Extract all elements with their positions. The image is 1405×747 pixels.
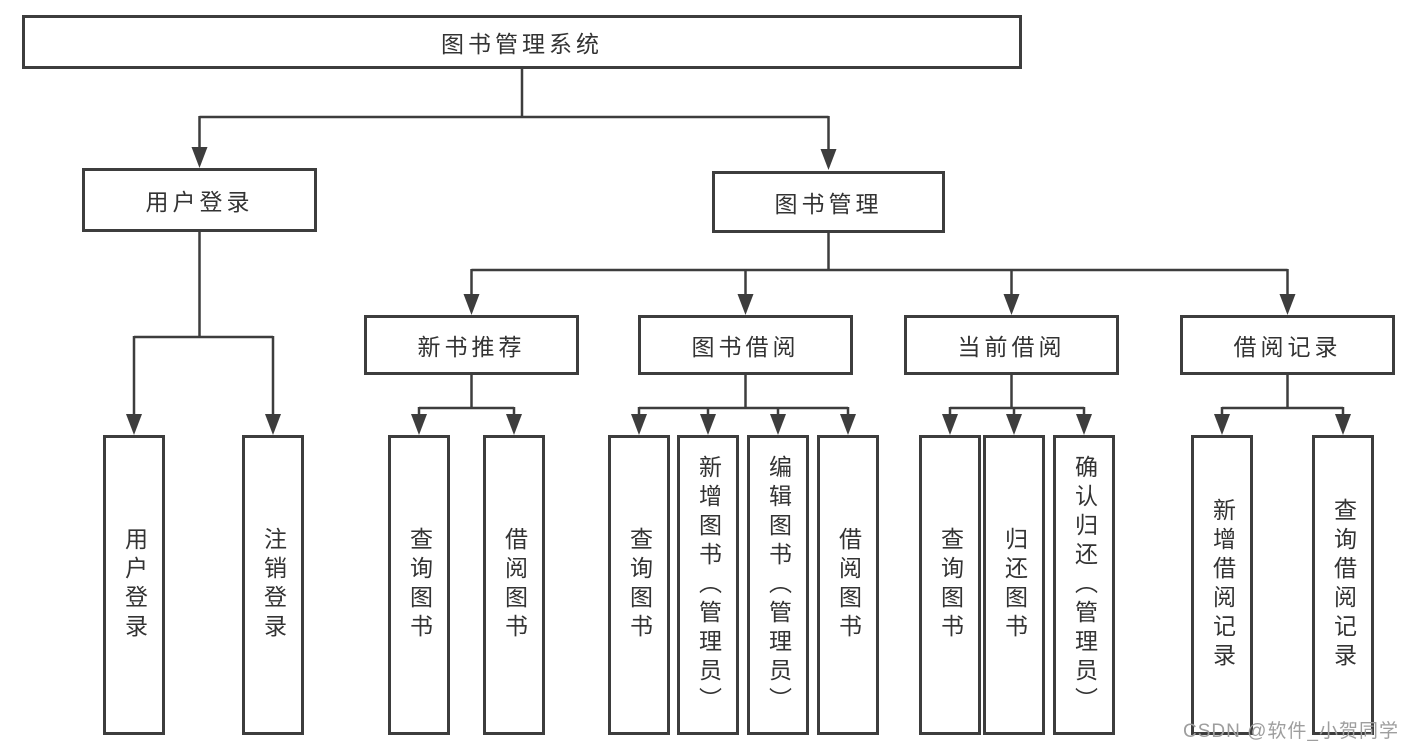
leaf-bookborrow-add-label: 新增图书（管理员） xyxy=(695,454,722,716)
leaf-current-query: 查询图书 xyxy=(919,435,981,735)
node-user-login: 用户登录 xyxy=(82,168,317,232)
leaf-bookborrow-query: 查询图书 xyxy=(608,435,670,735)
leaf-user-login: 用户登录 xyxy=(103,435,165,735)
node-new-books-label: 新书推荐 xyxy=(417,334,526,360)
leaf-records-add-label: 新增借阅记录 xyxy=(1209,498,1236,672)
leaf-bookborrow-edit: 编辑图书（管理员） xyxy=(747,435,809,735)
leaf-current-return: 归还图书 xyxy=(983,435,1045,735)
leaf-logout: 注销登录 xyxy=(242,435,304,735)
node-current-borrow-label: 当前借阅 xyxy=(957,334,1066,360)
leaf-current-confirm: 确认归还（管理员） xyxy=(1053,435,1115,735)
leaf-user-login-label: 用户登录 xyxy=(121,527,148,643)
leaf-current-confirm-label: 确认归还（管理员） xyxy=(1071,454,1098,716)
leaf-current-return-label: 归还图书 xyxy=(1001,527,1028,643)
leaf-logout-label: 注销登录 xyxy=(260,527,287,643)
leaf-records-query: 查询借阅记录 xyxy=(1312,435,1374,735)
leaf-bookborrow-borrow-label: 借阅图书 xyxy=(835,527,862,643)
node-borrow-records: 借阅记录 xyxy=(1180,315,1395,375)
node-borrow-records-label: 借阅记录 xyxy=(1233,334,1342,360)
node-book-borrow-label: 图书借阅 xyxy=(691,334,800,360)
leaf-current-query-label: 查询图书 xyxy=(937,527,964,643)
leaf-newbooks-query: 查询图书 xyxy=(388,435,450,735)
node-user-login-label: 用户登录 xyxy=(145,189,254,215)
leaf-newbooks-query-label: 查询图书 xyxy=(406,527,433,643)
node-root: 图书管理系统 xyxy=(22,15,1022,69)
leaf-bookborrow-borrow: 借阅图书 xyxy=(817,435,879,735)
node-current-borrow: 当前借阅 xyxy=(904,315,1119,375)
node-book-management-label: 图书管理 xyxy=(774,191,883,217)
leaf-bookborrow-edit-label: 编辑图书（管理员） xyxy=(765,454,792,716)
node-book-management: 图书管理 xyxy=(712,171,945,233)
leaf-bookborrow-query-label: 查询图书 xyxy=(626,527,653,643)
node-root-label: 图书管理系统 xyxy=(441,31,603,57)
watermark: CSDN @软件_小贺同学 xyxy=(1183,721,1399,742)
node-book-borrow: 图书借阅 xyxy=(638,315,853,375)
leaf-bookborrow-add: 新增图书（管理员） xyxy=(677,435,739,735)
leaf-newbooks-borrow: 借阅图书 xyxy=(483,435,545,735)
node-new-books: 新书推荐 xyxy=(364,315,579,375)
leaf-newbooks-borrow-label: 借阅图书 xyxy=(501,527,528,643)
leaf-records-add: 新增借阅记录 xyxy=(1191,435,1253,735)
leaf-records-query-label: 查询借阅记录 xyxy=(1330,498,1357,672)
